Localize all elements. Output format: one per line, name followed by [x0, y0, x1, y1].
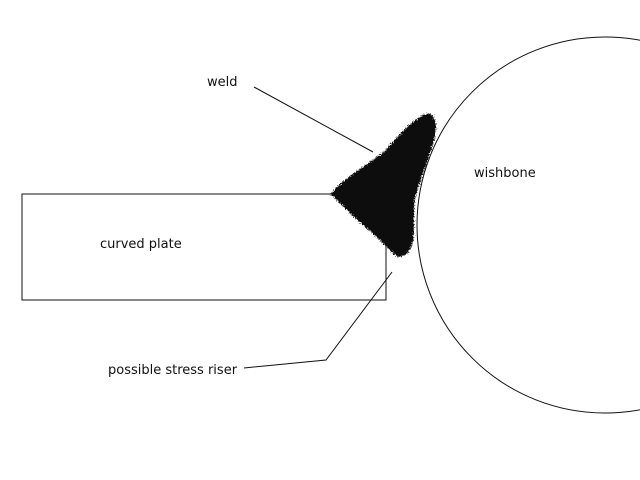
stress-riser-leader-line [243, 271, 393, 369]
wishbone-label: wishbone [474, 166, 536, 181]
weld-leader-line [253, 86, 374, 153]
curved-plate-rect [21, 193, 387, 301]
weld-label: weld [207, 75, 238, 90]
wishbone-circle [416, 36, 640, 414]
stress-riser-label: possible stress riser [108, 363, 238, 378]
curved-plate-label: curved plate [100, 237, 182, 252]
weld-blob [330, 112, 436, 258]
